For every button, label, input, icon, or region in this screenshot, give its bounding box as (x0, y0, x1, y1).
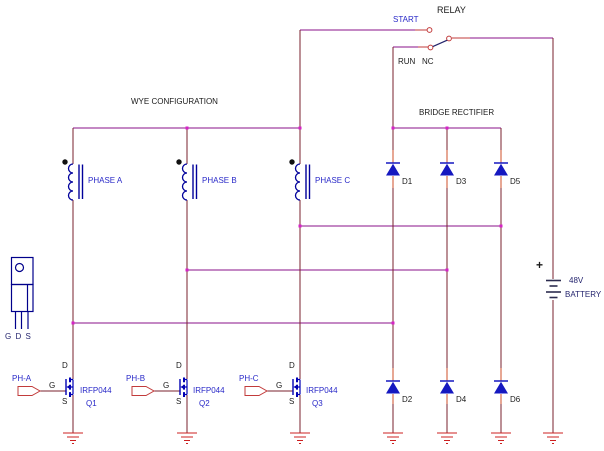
ground (437, 432, 457, 445)
ph-b-connector (131, 386, 156, 396)
to220-pin-labels: G D S (5, 332, 32, 341)
diode-d2-label: D2 (402, 395, 413, 404)
ground (290, 432, 310, 445)
wires-vertical (40, 30, 554, 433)
ph-a-input-label: PH-A (12, 374, 32, 383)
q1-ref-designator: Q1 (86, 399, 97, 408)
q3-drain-pin-label: D (289, 361, 295, 370)
phase-a-coil (62, 159, 84, 201)
q2-ref-designator: Q2 (199, 399, 210, 408)
relay-arm (432, 39, 448, 48)
q2-source-pin-label: S (176, 397, 182, 406)
polarity-dot (176, 159, 182, 165)
q1-drain-pin-label: D (62, 361, 68, 370)
diode-d4-label: D4 (456, 395, 467, 404)
ground (383, 432, 403, 445)
q1-source-pin-label: S (62, 397, 68, 406)
phase-c-label: PHASE C (315, 176, 351, 185)
wye-configuration-label: WYE CONFIGURATION (131, 97, 218, 106)
diode-lead-stubs (392, 150, 502, 404)
relay-start-label: START (393, 15, 419, 24)
ph-a-connector (17, 386, 42, 396)
ground (63, 432, 83, 445)
battery-voltage-label: 48V (569, 276, 584, 285)
ph-c-connector (244, 386, 269, 396)
phase-c-coil (289, 159, 311, 201)
diode-d6-label: D6 (510, 395, 521, 404)
q3-part-number: IRFP044 (306, 386, 338, 395)
relay-title: RELAY (437, 5, 466, 15)
ph-b-input-label: PH-B (126, 374, 146, 383)
junction-dots (71, 126, 503, 325)
relay-start-contact (426, 27, 433, 33)
q1-part-number: IRFP044 (80, 386, 112, 395)
ph-c-input-label: PH-C (239, 374, 259, 383)
diodes-bottom-row (386, 380, 508, 394)
diode-d5-label: D5 (510, 177, 521, 186)
q1-gate-pin-label: G (49, 381, 56, 390)
mosfet-q1-symbol (65, 377, 74, 397)
mosfet-symbols (65, 377, 301, 397)
q3-ref-designator: Q3 (312, 399, 323, 408)
ground-symbols (63, 432, 563, 445)
phase-b-label: PHASE B (202, 176, 237, 185)
to220-package (10, 256, 34, 329)
wires-horizontal (73, 29, 553, 324)
relay-pole-contact (446, 35, 452, 42)
diode-d3-label: D3 (456, 177, 467, 186)
q2-part-number: IRFP044 (193, 386, 225, 395)
polarity-dot (289, 159, 295, 165)
battery-name-label: BATTERY (565, 290, 602, 299)
battery-symbol (546, 279, 561, 299)
diodes-top-row (386, 162, 508, 176)
q3-gate-pin-label: G (276, 381, 283, 390)
battery-plus-label: + (536, 258, 544, 272)
diode-d1-label: D1 (402, 177, 413, 186)
q3-source-pin-label: S (289, 397, 295, 406)
mounting-hole (14, 262, 25, 273)
mosfet-q3-symbol (292, 377, 301, 397)
ground (177, 432, 197, 445)
mosfet-q2-symbol (179, 377, 188, 397)
gate-input-connectors (17, 386, 269, 396)
q2-gate-pin-label: G (163, 381, 170, 390)
relay-run-label: RUN (398, 57, 416, 66)
relay-run-contact (427, 44, 434, 51)
bridge-rectifier-label: BRIDGE RECTIFIER (419, 108, 495, 117)
phase-windings (62, 159, 311, 201)
polarity-dot (62, 159, 68, 165)
phase-b-coil (176, 159, 198, 201)
relay-nc-label: NC (422, 57, 434, 66)
ground (491, 432, 511, 445)
q2-drain-pin-label: D (176, 361, 182, 370)
ground (543, 432, 563, 445)
phase-a-label: PHASE A (88, 176, 123, 185)
relay-contacts (415, 27, 470, 51)
